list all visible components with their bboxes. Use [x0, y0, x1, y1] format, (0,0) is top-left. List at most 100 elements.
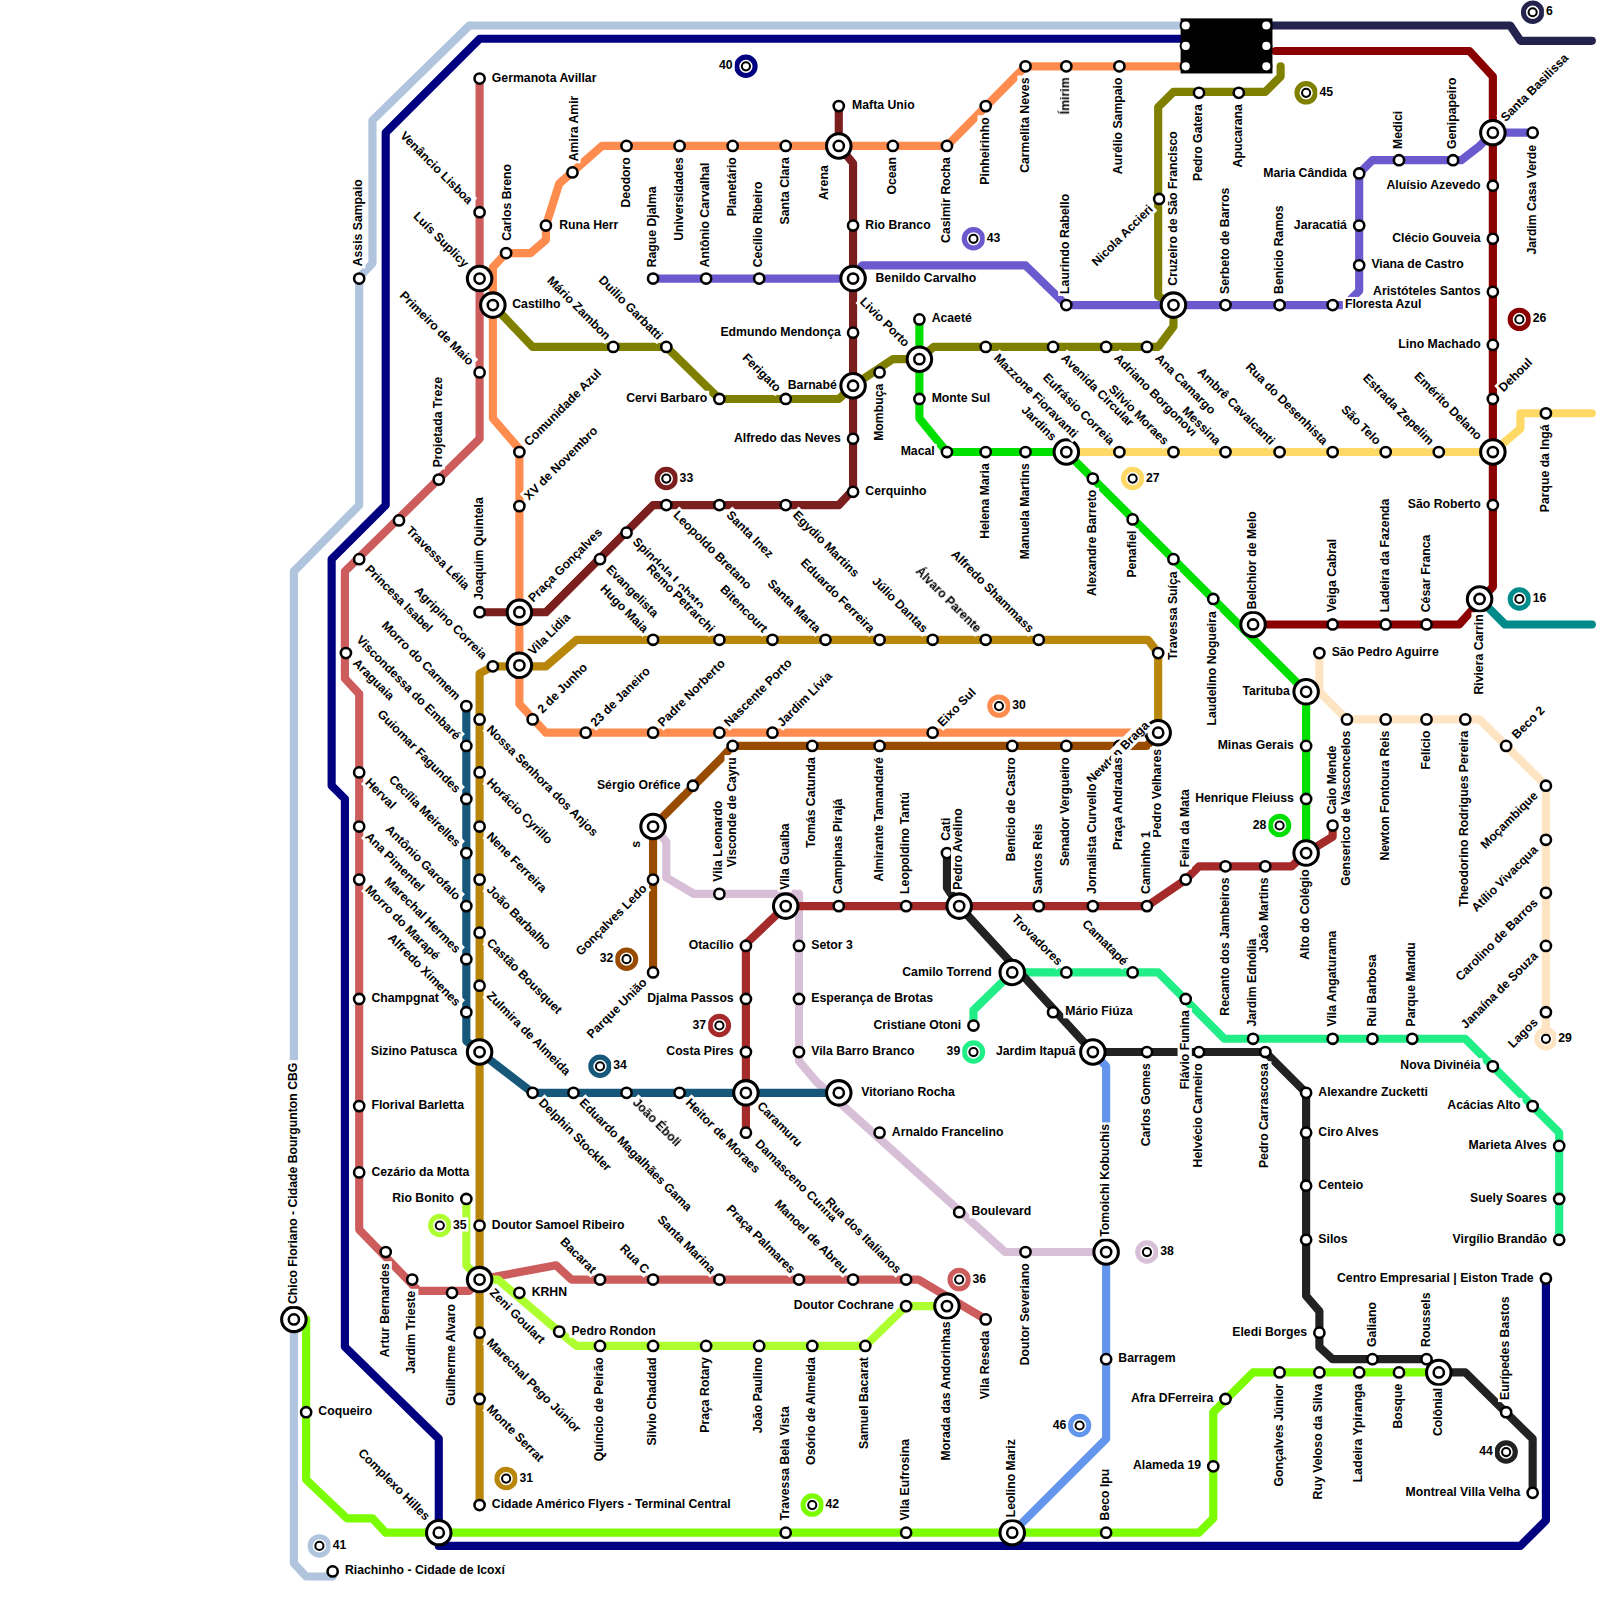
callout-number: 31	[517, 1470, 535, 1484]
callout-number: 26	[1531, 311, 1549, 325]
station-dot	[781, 500, 791, 510]
station-label: São Roberto	[1406, 497, 1483, 511]
station-label: Runa Herr	[557, 217, 620, 231]
station-dot	[474, 981, 484, 991]
station-label: Montreal Villa Velha	[1404, 1485, 1523, 1499]
station-dot	[461, 954, 471, 964]
station-label: Aurélio Sampaio	[1111, 76, 1125, 177]
station-dot	[461, 901, 471, 911]
station-dot	[661, 500, 671, 510]
station-label: Amira Amir	[566, 94, 580, 164]
interchange-dot	[1153, 728, 1163, 738]
metro-line	[653, 133, 1531, 305]
interchange-dot	[848, 381, 858, 391]
station-dot	[1220, 1394, 1230, 1404]
interchange-ring	[773, 894, 797, 918]
interchange-ring	[827, 1081, 851, 1105]
station-label: Artur Bernardes	[378, 1261, 392, 1359]
marker-ring	[1523, 3, 1541, 21]
station-label: Eurípedes Bastos	[1498, 1295, 1512, 1403]
station-dot	[1274, 447, 1284, 457]
interchange-dot	[1488, 128, 1498, 138]
station-dot	[794, 941, 804, 951]
marker-ring	[1123, 469, 1141, 487]
station-dot	[474, 874, 484, 884]
callout-number: 32	[598, 951, 616, 965]
callout-number: 35	[451, 1217, 469, 1231]
station-label: Roussels	[1418, 1290, 1432, 1349]
interchange-dot	[1474, 594, 1484, 604]
marker-ring	[497, 1469, 515, 1487]
station-label: Parque da Ingá	[1538, 422, 1552, 514]
station-dot	[794, 1047, 804, 1057]
station-label: Benildo Carvalho	[873, 270, 978, 284]
station-dot	[1554, 1141, 1564, 1151]
station-dot	[981, 635, 991, 645]
station-label: Manuela Martins	[1017, 461, 1031, 561]
interchange-dot	[474, 1274, 484, 1284]
station-dot	[461, 1007, 471, 1017]
terminal-dot	[1181, 41, 1191, 51]
station-dot	[1528, 128, 1538, 138]
station-dot	[1114, 61, 1124, 71]
station-dot	[901, 1301, 911, 1311]
station-dot	[474, 1328, 484, 1338]
interchange-dot	[954, 901, 964, 911]
station-dot	[474, 714, 484, 724]
station-label: Almirante Tamandaré	[871, 755, 885, 883]
callout-number: 46	[1051, 1417, 1069, 1431]
station-dot	[648, 635, 658, 645]
station-dot	[1314, 648, 1324, 658]
marker-ring	[1510, 310, 1528, 328]
interchange-dot	[1301, 687, 1311, 697]
marker-ring	[1070, 1416, 1088, 1434]
station-label: Primeiro de Maio	[395, 287, 478, 370]
station-label: Vila Guaíba	[778, 821, 792, 892]
station-dot	[1328, 447, 1338, 457]
marker-dot	[622, 955, 630, 963]
station-label: Ocean	[885, 155, 899, 197]
station-label: Alexandre Zucketti	[1316, 1085, 1430, 1099]
station-dot	[1460, 714, 1470, 724]
station-dot	[1301, 1088, 1311, 1098]
station-dot	[1301, 1128, 1311, 1138]
station-dot	[621, 528, 631, 538]
station-dot	[1354, 220, 1364, 230]
interchange-ring	[1467, 587, 1491, 611]
station-dot	[1208, 594, 1218, 604]
station-label: Benício de Castro	[1004, 755, 1018, 863]
marker-ring	[1497, 1443, 1515, 1461]
station-dot	[1328, 1034, 1338, 1044]
station-dot	[1541, 781, 1551, 791]
interchange-ring	[467, 266, 491, 290]
station-label: Boulevard	[969, 1204, 1033, 1218]
station-dot	[1142, 1047, 1152, 1057]
station-label: Jaracatiá	[1292, 217, 1349, 231]
station-dot	[394, 515, 404, 525]
station-dot	[1501, 741, 1511, 751]
station-dot	[474, 1394, 484, 1404]
station-label: Travessa Lélia	[402, 522, 474, 594]
interchange-dot	[1061, 447, 1071, 457]
marker-ring	[1510, 590, 1528, 608]
station-label: Padre Norberto	[653, 655, 729, 731]
station-dot	[1301, 794, 1311, 804]
station-label: Universidades	[671, 155, 685, 243]
marker-ring	[710, 1016, 728, 1034]
station-dot	[1088, 901, 1098, 911]
station-label: Dehoul	[1494, 354, 1536, 396]
station-label: Champgnat	[369, 991, 440, 1005]
station-dot	[1328, 820, 1338, 830]
station-dot	[794, 1274, 804, 1284]
metro-line	[1270, 26, 1591, 41]
station-label: KRHN	[530, 1285, 569, 1299]
station-dot	[514, 501, 524, 511]
station-label: Jornalista Curvello	[1085, 782, 1099, 896]
station-dot	[860, 1341, 870, 1351]
metro-line	[480, 640, 1159, 1505]
station-label: Arena	[816, 163, 830, 202]
interchange-ring	[827, 134, 851, 158]
station-label: Cecílio Ribeiro	[751, 180, 765, 270]
station-dot	[1421, 714, 1431, 724]
